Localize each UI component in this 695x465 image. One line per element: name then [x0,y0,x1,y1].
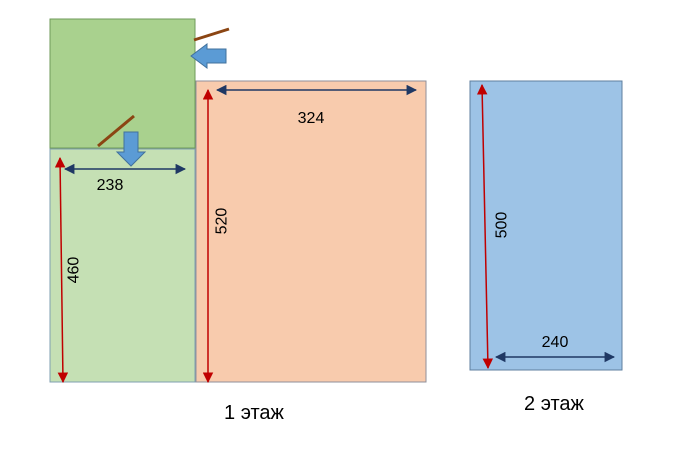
entry-arrow-left-icon [190,43,227,69]
door-bottom-icon [97,114,135,148]
left-room-height-arrow [54,156,69,384]
main-room [195,80,427,383]
main-room-width-label: 324 [298,110,325,127]
left-room-width-label: 238 [97,177,124,194]
floor2-room-height-arrow [476,83,494,370]
main-room-height-label: 520 [214,208,231,235]
floor2-caption: 2 этаж [524,393,585,415]
floor2-room-height-label: 500 [494,212,511,239]
left-room [49,148,196,383]
floor2-room [469,80,623,371]
floor2-room-width-label: 240 [542,334,569,351]
entrance-block [49,18,196,149]
door-top-right-icon [193,27,230,42]
floor1-caption: 1 этаж [224,402,285,424]
left-room-height-label: 460 [66,257,83,284]
entry-arrow-down-icon [115,131,147,167]
